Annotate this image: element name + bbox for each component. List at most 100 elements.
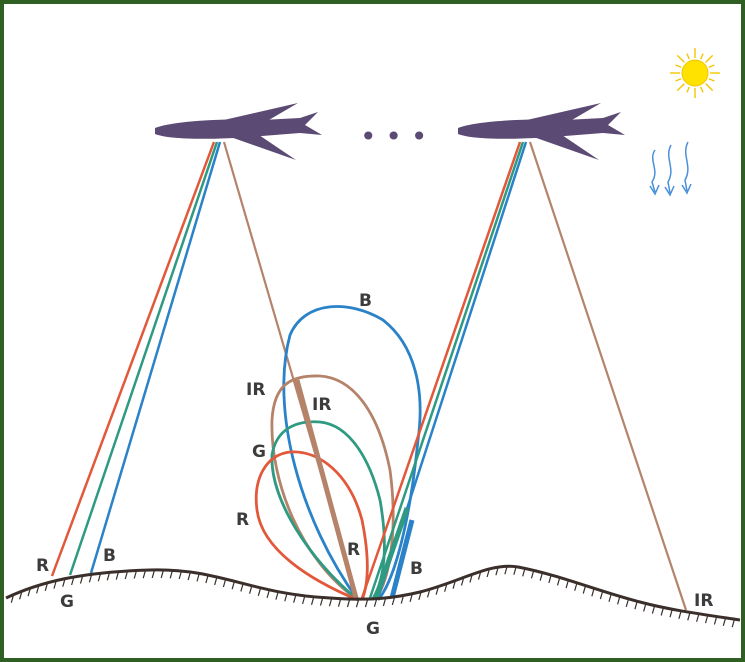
ground-hatch-mark — [53, 581, 57, 589]
ground-hatch-mark — [169, 571, 173, 579]
ground-hatch-mark — [328, 598, 333, 607]
ground-hatch-mark — [88, 575, 92, 583]
ground-hatch-mark — [504, 567, 508, 575]
ground-hatch-mark — [62, 579, 66, 587]
ground-hatch-mark — [160, 570, 164, 579]
ground-hatch-mark — [495, 567, 499, 576]
ground-hatch-mark — [696, 614, 700, 622]
ground-hatch-mark — [133, 571, 137, 579]
label-ground-r: R — [36, 556, 49, 576]
sun-ray — [675, 78, 682, 82]
ground-hatch-mark — [643, 604, 647, 612]
ground-hatch-mark — [205, 575, 209, 584]
ground-hatch-mark — [669, 610, 673, 618]
ground-hatch-mark — [704, 615, 709, 624]
ground-hatch-mark — [400, 596, 404, 604]
ground-hatch-mark — [124, 571, 128, 580]
ground-hatch-mark — [257, 588, 261, 596]
aircraft-ellipsis: • • • — [360, 120, 427, 153]
label-center-g: G — [366, 619, 380, 639]
center-green-thick — [373, 507, 410, 599]
sun-icon — [670, 48, 720, 98]
ground-hatch-mark — [391, 597, 395, 606]
ground-hatch-mark — [301, 596, 306, 605]
ground-hatch-mark — [44, 583, 48, 592]
ground-hatch-mark — [214, 577, 218, 586]
ground-hatch-mark — [373, 599, 378, 607]
center-blue-thick — [389, 519, 415, 599]
ground-hatch-mark — [418, 592, 422, 600]
ground-hatch-mark — [187, 572, 191, 581]
ground-hatch-mark — [591, 589, 595, 597]
ground-hatch-mark — [10, 595, 14, 603]
lobe-red — [254, 450, 369, 602]
ground-hatch-mark — [249, 586, 253, 594]
ground-hatch-mark — [556, 578, 561, 586]
sun-ray — [708, 78, 715, 82]
label-ground-g: G — [60, 592, 74, 612]
wind-icon — [649, 141, 692, 197]
sun-ray — [676, 54, 685, 63]
ground-hatch-mark — [231, 582, 235, 590]
ground-hatch-mark — [625, 599, 629, 608]
sun-ray — [705, 83, 714, 92]
ground-hatch-mark — [460, 578, 465, 586]
left-blue-ray — [89, 141, 222, 574]
ground-hatch-mark — [346, 599, 351, 608]
ground-hatch-mark — [513, 567, 517, 575]
left-green-ray — [68, 141, 219, 576]
ground-hatch-mark — [115, 572, 119, 580]
ground-hatch-mark — [731, 619, 735, 628]
ground-hatch-mark — [79, 576, 84, 584]
right-green-ray — [368, 141, 525, 599]
ground-hatch-mark — [293, 595, 297, 603]
ground-hatch-mark — [196, 574, 200, 582]
ground-hatch-mark — [452, 581, 456, 589]
right-aircraft-rays — [360, 141, 688, 611]
ground-hatch-mark — [426, 590, 431, 598]
ground-hatch-mark — [469, 575, 473, 583]
label-ground-b: B — [103, 546, 116, 566]
left-red-ray — [50, 141, 216, 577]
ground-hatch-mark — [310, 597, 315, 605]
label-center-b: B — [410, 559, 423, 579]
ground-hatch-mark — [539, 573, 543, 581]
sun-ray — [708, 64, 715, 68]
ground-hatch-mark — [19, 592, 23, 600]
sun-ray — [700, 86, 704, 93]
ground-hatch-mark — [151, 570, 155, 579]
right-red-ray — [360, 141, 522, 599]
ground-hatch-mark — [178, 571, 182, 580]
ground-hatch-mark — [582, 586, 586, 594]
ground-hatch-mark — [548, 575, 552, 584]
ground-hatch-mark — [722, 618, 726, 626]
ground-hatch-mark — [678, 611, 682, 619]
reflectance-lobes — [254, 305, 422, 602]
ground-hatch-mark — [599, 591, 603, 600]
lobe-ir — [270, 374, 395, 602]
sun-ray — [676, 83, 685, 92]
ground-hatch-mark — [266, 590, 270, 598]
ground-hatch-mark — [275, 592, 279, 600]
ground-hatch-mark — [240, 584, 244, 592]
aircraft-right-icon — [458, 103, 625, 160]
right-ir-ray — [528, 141, 688, 611]
sun-ray — [700, 53, 704, 60]
label-lobe-ir-left: IR — [246, 380, 265, 400]
left-aircraft-rays — [50, 141, 360, 601]
ground-hatch-mark — [435, 587, 439, 595]
ground-hatch-mark — [660, 608, 664, 616]
ground-hatch-mark — [651, 606, 655, 614]
ground-line — [5, 564, 741, 622]
ground-hatch-mark — [27, 588, 31, 597]
sun-ray — [675, 64, 682, 68]
ground-hatch-mark — [319, 598, 324, 606]
ground — [5, 564, 741, 628]
ir-thick-ray — [294, 379, 359, 599]
ground-hatch-mark — [634, 602, 638, 610]
ground-hatch-mark — [617, 597, 621, 605]
ground-hatch-mark — [284, 594, 288, 602]
sun-ray — [686, 53, 690, 60]
ground-hatch-mark — [565, 580, 569, 589]
